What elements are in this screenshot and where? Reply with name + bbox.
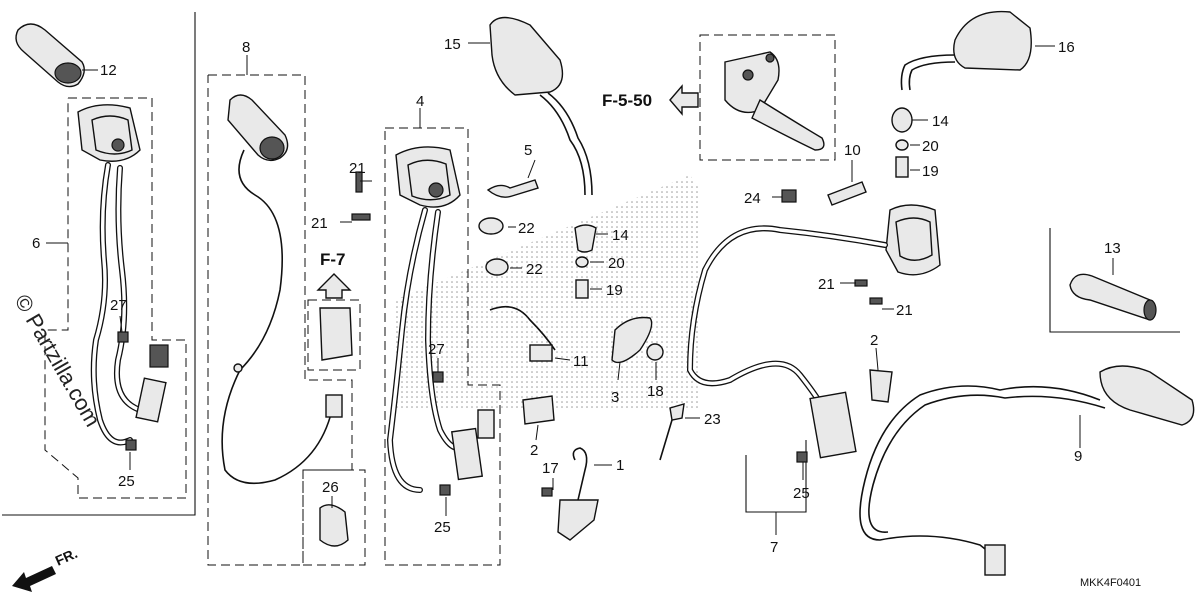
callout-15[interactable]: 15 bbox=[444, 36, 461, 53]
callout-20[interactable]: 20 bbox=[922, 138, 939, 155]
callout-25[interactable]: 25 bbox=[793, 485, 810, 502]
callout-22[interactable]: 22 bbox=[518, 220, 535, 237]
callout-20[interactable]: 20 bbox=[608, 255, 625, 272]
callout-22[interactable]: 22 bbox=[526, 261, 543, 278]
callout-7[interactable]: 7 bbox=[770, 539, 778, 556]
switch-housing-7 bbox=[686, 204, 941, 459]
callout-21[interactable]: 21 bbox=[896, 302, 913, 319]
grip-13-frame bbox=[1049, 228, 1180, 333]
callout-19[interactable]: 19 bbox=[606, 282, 623, 299]
switch-housing-4 bbox=[386, 146, 495, 493]
callout-9[interactable]: 9 bbox=[1074, 448, 1082, 465]
callout-24[interactable]: 24 bbox=[744, 190, 761, 207]
callout-21[interactable]: 21 bbox=[818, 276, 835, 293]
mirror-16 bbox=[900, 10, 1032, 91]
callout-8[interactable]: 8 bbox=[242, 39, 250, 56]
callout-16[interactable]: 16 bbox=[1058, 39, 1075, 56]
callout-19[interactable]: 19 bbox=[922, 163, 939, 180]
callout-21[interactable]: 21 bbox=[311, 215, 328, 232]
clutch-lever bbox=[724, 51, 825, 151]
callout-2[interactable]: 2 bbox=[530, 442, 538, 459]
ref-f7[interactable]: F-7 bbox=[320, 250, 346, 269]
callout-4[interactable]: 4 bbox=[416, 93, 424, 110]
callout-12[interactable]: 12 bbox=[100, 62, 117, 79]
left-frame-line bbox=[2, 12, 196, 516]
clutch-lever-box bbox=[699, 34, 836, 161]
callout-27[interactable]: 27 bbox=[110, 297, 127, 314]
grip-13 bbox=[1069, 273, 1157, 321]
callout-17[interactable]: 17 bbox=[542, 460, 559, 477]
group-4-box bbox=[384, 127, 501, 566]
callout-5[interactable]: 5 bbox=[524, 142, 532, 159]
f7-box bbox=[307, 299, 361, 371]
switch-housing-6 bbox=[77, 104, 169, 446]
ref-f550[interactable]: F-5-50 bbox=[602, 91, 652, 110]
callout-1[interactable]: 1 bbox=[616, 457, 624, 474]
callout-2[interactable]: 2 bbox=[870, 332, 878, 349]
callout-10[interactable]: 10 bbox=[844, 142, 861, 159]
diagram-code: MKK4F0401 bbox=[1080, 577, 1141, 589]
callout-3[interactable]: 3 bbox=[611, 389, 619, 406]
mirror-15 bbox=[489, 16, 593, 196]
callout-18[interactable]: 18 bbox=[647, 383, 664, 400]
arrow-up-outline-icon bbox=[316, 273, 352, 299]
callout-11[interactable]: 11 bbox=[573, 353, 589, 370]
callout-6[interactable]: 6 bbox=[32, 235, 40, 252]
small-parts bbox=[117, 107, 913, 547]
callout-27[interactable]: 27 bbox=[428, 341, 445, 358]
grip-12 bbox=[15, 23, 85, 88]
arrow-left-outline-icon bbox=[669, 84, 699, 116]
callout-13[interactable]: 13 bbox=[1104, 240, 1121, 257]
callout-25[interactable]: 25 bbox=[118, 473, 135, 490]
heated-grip-9 bbox=[859, 365, 1195, 576]
front-direction-arrow-icon bbox=[12, 566, 56, 592]
callout-14[interactable]: 14 bbox=[932, 113, 949, 130]
callout-25[interactable]: 25 bbox=[434, 519, 451, 536]
group-26-box bbox=[302, 469, 366, 566]
throttle-grip-8 bbox=[221, 94, 343, 485]
callout-14[interactable]: 14 bbox=[612, 227, 629, 244]
group-6-box bbox=[44, 97, 187, 499]
callout-21[interactable]: 21 bbox=[349, 160, 366, 177]
leader-lines bbox=[119, 119, 928, 516]
callout-26[interactable]: 26 bbox=[322, 479, 339, 496]
direction-label: FR. bbox=[53, 545, 80, 569]
callout-23[interactable]: 23 bbox=[704, 411, 721, 428]
